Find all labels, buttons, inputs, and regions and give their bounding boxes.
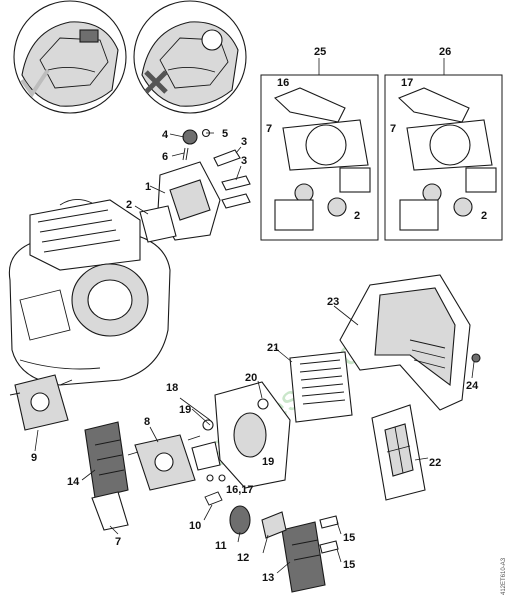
carburetor-housing [202, 381, 291, 489]
kit-25-callout-7: 7 [266, 123, 272, 135]
callout-11: 11 [215, 540, 227, 552]
engine-housing [8, 199, 171, 386]
drawing-reference: 412ET610-A3 [501, 557, 507, 595]
callout-8: 8 [144, 416, 150, 428]
callout-22: 22 [429, 457, 441, 469]
detail-view-incorrect [133, 0, 247, 114]
gasket-kit-25: 25 16 7 2 [260, 46, 379, 241]
intake-assembly [139, 128, 251, 243]
filter-cover [339, 274, 481, 411]
prefilter [371, 404, 426, 501]
callout-4: 4 [162, 129, 169, 141]
callout-23: 23 [327, 296, 339, 308]
callout-3b: 3 [241, 155, 247, 167]
kit-25-callout-16: 16 [277, 77, 289, 89]
callout-19a: 19 [179, 404, 191, 416]
callout-16-17: 16,17 [226, 484, 254, 496]
callout-6: 6 [162, 151, 168, 163]
callout-15b: 15 [343, 559, 355, 571]
kit-26-callout-7: 7 [390, 123, 396, 135]
callout-14: 14 [67, 476, 80, 488]
callout-12: 12 [237, 552, 249, 564]
fasteners [204, 474, 339, 554]
kit-26-title: 26 [439, 46, 451, 58]
callout-20: 20 [245, 372, 257, 384]
callout-1: 1 [145, 181, 151, 193]
callout-15a: 15 [343, 532, 355, 544]
check-mark-icon [20, 68, 50, 98]
callout-7: 7 [115, 536, 121, 548]
callout-10: 10 [189, 520, 201, 532]
gasket-bottom [91, 491, 129, 531]
detail-view-correct [13, 0, 127, 114]
kit-25-title: 25 [314, 46, 326, 58]
kit-26-callout-17: 17 [401, 77, 413, 89]
callout-5: 5 [222, 128, 228, 140]
kit-25-callout-2: 2 [354, 210, 360, 222]
callout-3a: 3 [241, 136, 247, 148]
cross-mark-icon [144, 70, 168, 94]
intake-boot-left [84, 421, 129, 499]
carburetor-left [9, 374, 73, 431]
gasket-kit-26: 26 17 7 2 [384, 46, 503, 241]
callout-9: 9 [31, 452, 37, 464]
callout-18: 18 [166, 382, 178, 394]
intake-boot-right [281, 521, 326, 593]
air-filter [289, 351, 353, 423]
callout-2: 2 [126, 199, 132, 211]
carburetor-right [127, 434, 221, 491]
callout-13: 13 [262, 572, 274, 584]
leader-lines [34, 132, 475, 574]
kit-26-callout-2: 2 [481, 210, 487, 222]
callout-19b: 19 [262, 456, 274, 468]
callouts: 1 2 3 3 4 5 6 23 21 22 24 20 18 19 19 9 … [31, 128, 479, 584]
callout-24: 24 [466, 380, 479, 392]
callout-21: 21 [267, 342, 279, 354]
